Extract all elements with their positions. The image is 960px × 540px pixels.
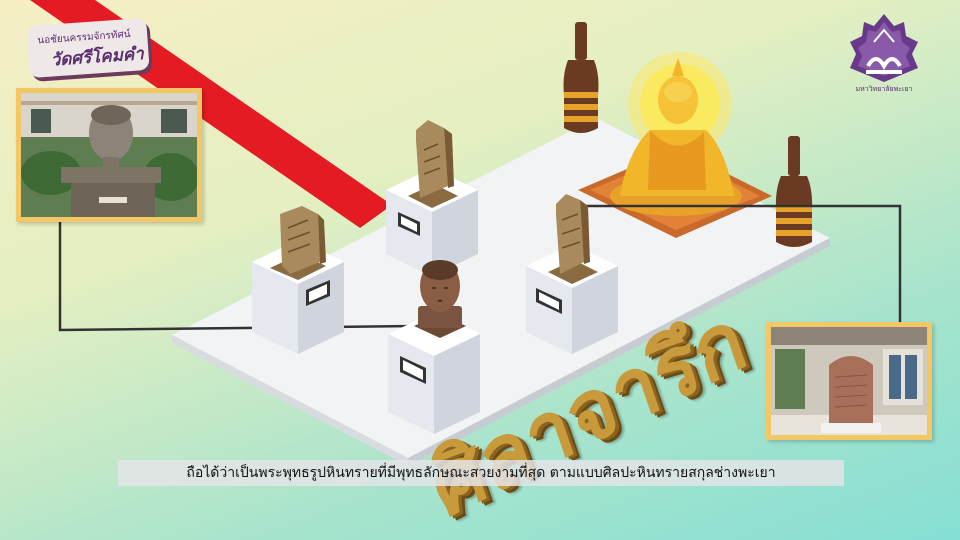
stone-inscription-right — [548, 194, 598, 284]
inscription-photo — [766, 322, 932, 440]
stone-inscription-back — [408, 120, 458, 208]
university-logo: มหาวิทยาลัยพะเยา — [846, 12, 922, 96]
stone-inscription-left — [270, 206, 326, 280]
decorative-vase-back — [563, 22, 599, 133]
program-tag: นอชัยนครรมจักรทัศน์ วัดศรีโคมคำ — [26, 17, 150, 79]
pedestal-left — [252, 240, 344, 354]
buddha-head-sculpture — [414, 260, 466, 338]
video-subtitle: ถือได้ว่าเป็นพระพุทธรูปหินทรายที่มีพุทธล… — [118, 460, 844, 486]
golden-buddha-statue — [610, 52, 742, 216]
buddha-photo-image — [21, 93, 197, 217]
university-crest-icon — [850, 14, 918, 82]
buddha-photo — [16, 88, 202, 222]
connector-line-right — [584, 204, 902, 326]
logo-caption: มหาวิทยาลัยพะเยา — [855, 85, 913, 93]
pedestal-right — [526, 244, 618, 354]
inscription-photo-image — [771, 327, 927, 435]
decorative-vase-right — [775, 136, 813, 247]
place-label: วัดศรีโคมคำ — [50, 44, 145, 71]
